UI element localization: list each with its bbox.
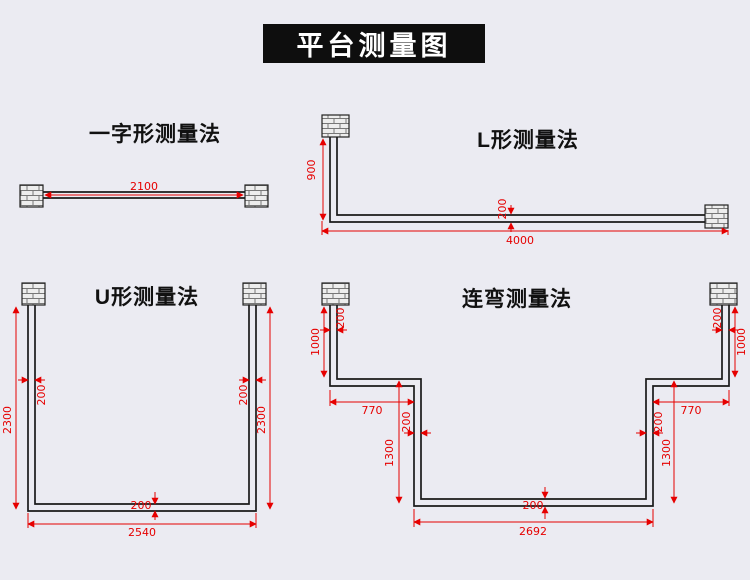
- dimension-label: 200: [496, 199, 509, 220]
- platform-outline: [329, 137, 705, 223]
- dimension-label: 200: [652, 412, 665, 433]
- wall-anchor-brick: [19, 184, 44, 208]
- platform-outline: [27, 305, 257, 512]
- u-method-label: U形测量法: [94, 286, 200, 309]
- wall-anchor-brick: [21, 282, 46, 306]
- wall-anchor-brick: [242, 282, 267, 306]
- wall-anchor-brick: [321, 114, 350, 138]
- page-title: 平台测量图: [263, 24, 485, 63]
- dimension-label: 2692: [519, 525, 547, 538]
- platform-outline: [329, 305, 730, 507]
- dimension-label: 2100: [130, 180, 158, 193]
- dimension-label: 2540: [128, 526, 156, 539]
- dimension-label: 200: [131, 499, 152, 512]
- dimension-label: 1000: [735, 328, 748, 356]
- straight-diagram: 2100: [19, 180, 269, 208]
- straight-method-label: 一字形测量法: [89, 123, 221, 146]
- wall-anchor-brick: [321, 282, 350, 306]
- u-shape-diagram: 2300 200 200 2300 200 2540: [1, 282, 274, 539]
- dimension-label: 200: [523, 499, 544, 512]
- dimension-label: 200: [35, 385, 48, 406]
- dimension-label: 200: [400, 412, 413, 433]
- dimension-label: 2300: [1, 406, 14, 434]
- bend-method-label: 连弯测量法: [462, 288, 572, 311]
- dimension-label: 2300: [255, 406, 268, 434]
- dimension-label: 770: [681, 404, 702, 417]
- bend-diagram: 200 1000 770 200 1300 200 2692 200 1000 …: [309, 282, 748, 538]
- wall-anchor-brick: [244, 184, 269, 208]
- dimension-label: 1300: [383, 439, 396, 467]
- wall-anchor-brick: [704, 204, 729, 229]
- l-method-label: L形测量法: [477, 129, 579, 152]
- dimension-label: 200: [237, 385, 250, 406]
- dimension-label: 900: [305, 160, 318, 181]
- wall-anchor-brick: [709, 282, 738, 306]
- dimension-label: 200: [711, 308, 724, 329]
- dimension-label: 1300: [660, 439, 673, 467]
- dimension-label: 770: [362, 404, 383, 417]
- dimension-label: 1000: [309, 328, 322, 356]
- l-shape-diagram: 900 200 4000: [305, 114, 729, 247]
- dimension-label: 4000: [506, 234, 534, 247]
- dimension-label: 200: [334, 308, 347, 329]
